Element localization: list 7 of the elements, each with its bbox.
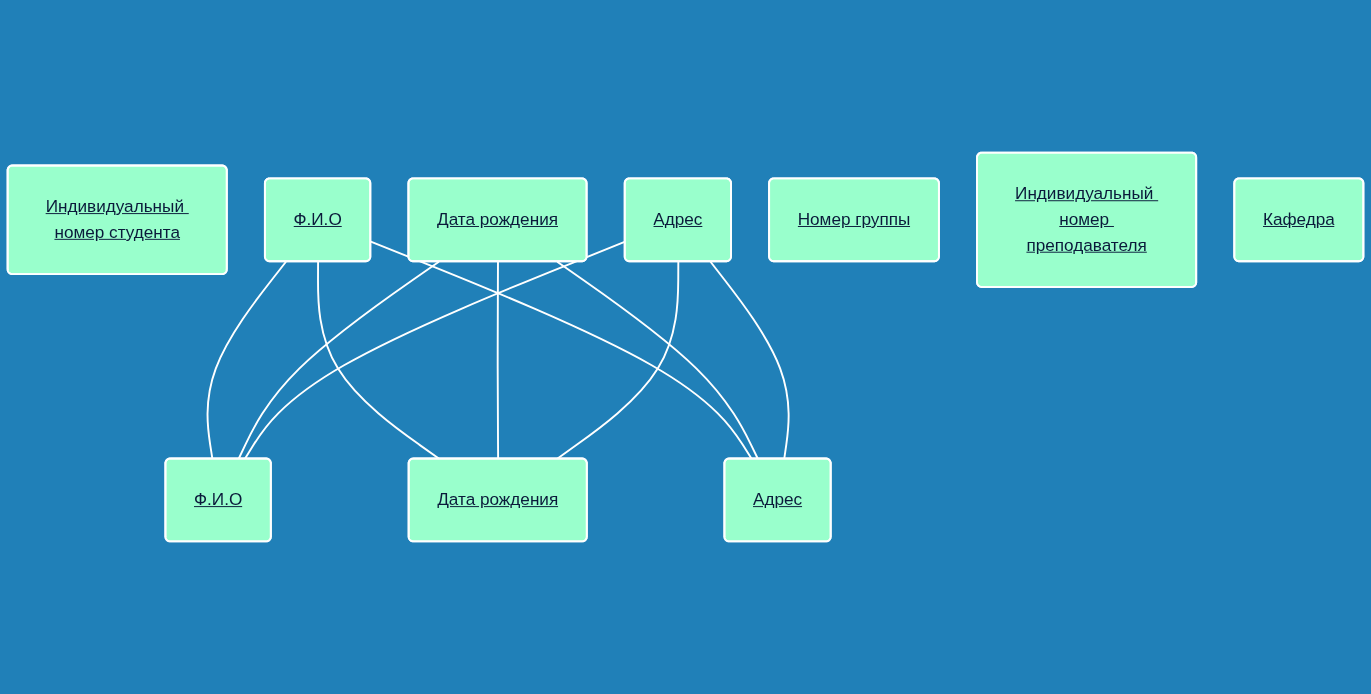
connector <box>555 260 680 460</box>
connector <box>206 260 287 460</box>
connector <box>317 260 441 460</box>
connector <box>556 260 759 460</box>
connector <box>496 260 500 460</box>
connector <box>237 260 440 460</box>
connector <box>709 260 790 460</box>
